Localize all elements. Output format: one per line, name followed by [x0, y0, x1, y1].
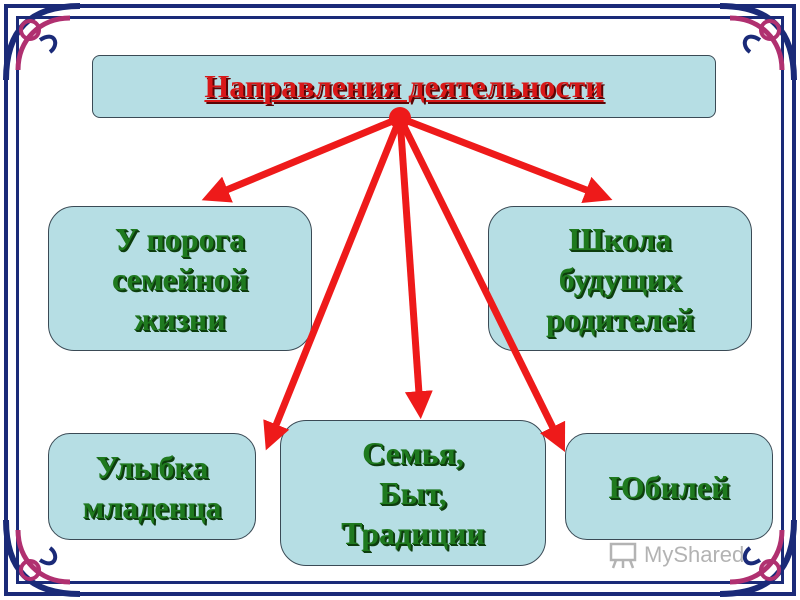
node-jubilee: Юбилей [565, 433, 773, 540]
title-text: Направления деятельности [204, 68, 604, 104]
node-future-parents-school: Школа будущих родителей [488, 206, 752, 351]
node-future-parents-school-label: Школа будущих родителей [545, 220, 694, 337]
watermark: MyShared [608, 537, 773, 573]
corner-ornament-bottom-left [3, 519, 81, 597]
node-baby-smile-label: Улыбка младенца [82, 448, 222, 525]
node-family-traditions-label: Семья, Быт, Традиции [341, 435, 485, 551]
node-family-threshold: У порога семейной жизни [48, 206, 312, 351]
title-box: Направления деятельности [92, 55, 716, 118]
node-family-threshold-label: У порога семейной жизни [111, 220, 249, 337]
node-family-traditions: Семья, Быт, Традиции [280, 420, 546, 566]
node-jubilee-label: Юбилей [608, 468, 730, 505]
node-baby-smile: Улыбка младенца [48, 433, 256, 540]
outer-frame [4, 4, 796, 596]
corner-ornament-top-left [3, 3, 81, 81]
corner-ornament-bottom-right [719, 519, 797, 597]
corner-ornament-top-right [719, 3, 797, 81]
watermark-text: MyShared [644, 542, 745, 567]
inner-frame [16, 16, 784, 584]
presentation-icon [609, 542, 637, 569]
